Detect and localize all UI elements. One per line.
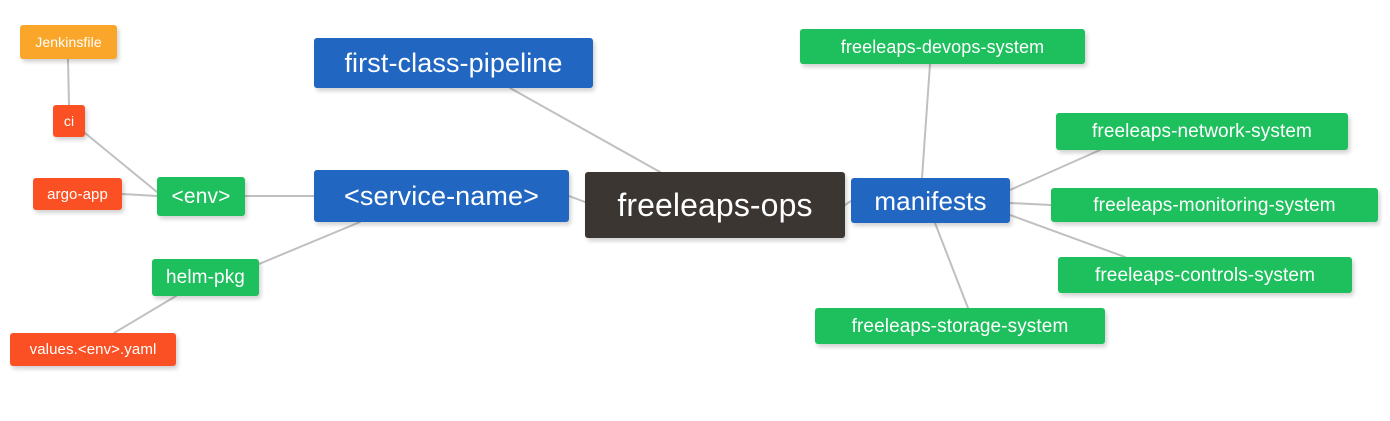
- node-ci[interactable]: ci: [53, 105, 85, 137]
- node-label-monitoring-system: freeleaps-monitoring-system: [1093, 194, 1336, 216]
- node-monitoring-system[interactable]: freeleaps-monitoring-system: [1051, 188, 1378, 222]
- node-label-argo-app: argo-app: [47, 185, 108, 203]
- node-jenkinsfile[interactable]: Jenkinsfile: [20, 25, 117, 59]
- node-label-helm-pkg: helm-pkg: [166, 267, 245, 288]
- node-storage-system[interactable]: freeleaps-storage-system: [815, 308, 1105, 344]
- node-label-network-system: freeleaps-network-system: [1092, 121, 1312, 142]
- node-controls-system[interactable]: freeleaps-controls-system: [1058, 257, 1352, 293]
- node-label-env: <env>: [171, 185, 231, 208]
- node-label-devops-system: freeleaps-devops-system: [840, 36, 1045, 57]
- node-values-yaml[interactable]: values.<env>.yaml: [10, 333, 176, 366]
- node-first-class-pipeline[interactable]: first-class-pipeline: [314, 38, 593, 88]
- node-label-values-yaml: values.<env>.yaml: [29, 341, 157, 358]
- node-label-service-name: <service-name>: [344, 180, 539, 211]
- node-label-freeleaps-ops: freeleaps-ops: [617, 187, 813, 223]
- node-env[interactable]: <env>: [157, 177, 245, 216]
- node-service-name[interactable]: <service-name>: [314, 170, 569, 222]
- edge-jenkinsfile-to-ci: [67, 58, 70, 106]
- edge-manifests-to-monitoring-system: [1009, 202, 1052, 206]
- node-label-storage-system: freeleaps-storage-system: [851, 315, 1069, 337]
- node-label-first-class-pipeline: first-class-pipeline: [344, 47, 563, 78]
- edge-manifests-to-storage-system: [934, 222, 969, 309]
- node-freeleaps-ops[interactable]: freeleaps-ops: [585, 172, 845, 238]
- edge-manifests-to-devops-system: [921, 63, 931, 179]
- edge-service-name-to-freeleaps-ops: [568, 195, 586, 203]
- node-argo-app[interactable]: argo-app: [33, 178, 122, 210]
- node-label-manifests: manifests: [874, 185, 987, 216]
- edge-service-name-to-helm-pkg: [258, 221, 361, 265]
- node-manifests[interactable]: manifests: [851, 178, 1010, 223]
- node-label-controls-system: freeleaps-controls-system: [1094, 264, 1316, 286]
- node-label-ci: ci: [63, 113, 75, 129]
- node-devops-system[interactable]: freeleaps-devops-system: [800, 29, 1085, 64]
- edge-manifests-to-network-system: [1009, 149, 1101, 191]
- node-network-system[interactable]: freeleaps-network-system: [1056, 113, 1348, 150]
- node-helm-pkg[interactable]: helm-pkg: [152, 259, 259, 296]
- edge-argo-app-to-env: [121, 193, 158, 197]
- edge-helm-pkg-to-values-yaml: [113, 295, 177, 334]
- edge-first-class-pipeline-to-freeleaps-ops: [509, 87, 661, 173]
- node-label-jenkinsfile: Jenkinsfile: [35, 34, 102, 50]
